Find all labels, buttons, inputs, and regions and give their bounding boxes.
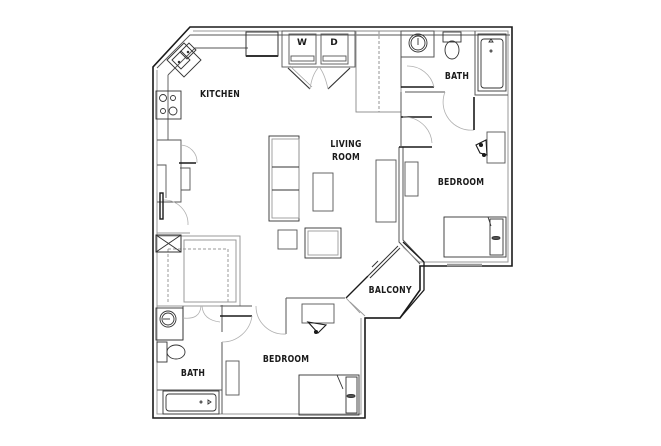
stove-icon xyxy=(155,90,182,120)
refrigerator-icon xyxy=(245,31,279,57)
balcony-outline-inner xyxy=(345,246,420,317)
pantry-closet xyxy=(157,162,196,198)
room-label-living-line2: ROOM xyxy=(332,152,360,163)
bed-icon xyxy=(298,374,360,416)
bed-icon xyxy=(443,216,507,258)
room-label-kitchen: KITCHEN xyxy=(199,89,241,100)
dresser-icon xyxy=(404,161,419,197)
coffee-table-icon xyxy=(312,172,334,212)
door-swing xyxy=(309,67,329,90)
room-label-bath-upper: BATH xyxy=(444,71,470,82)
dryer-label: D xyxy=(330,38,338,48)
desk-chair-icon xyxy=(306,321,328,335)
laundry-bifold-doors xyxy=(287,65,351,90)
desk-icon xyxy=(301,303,335,324)
room-label-living-line1: LIVING xyxy=(330,139,362,150)
kitchen-sink-icon xyxy=(166,42,202,78)
door-swing xyxy=(162,144,198,226)
lower-bath-walls xyxy=(157,297,345,414)
bath-walls xyxy=(400,30,508,146)
sliding-door xyxy=(367,245,401,279)
outer-walls xyxy=(152,26,513,419)
room-label-bedroom-right: BEDROOM xyxy=(437,177,485,188)
room-label-bath-lower: BATH xyxy=(180,368,206,379)
hvac-unit-icon xyxy=(155,234,182,253)
desk-chair-icon xyxy=(475,139,488,158)
entry-door xyxy=(159,192,164,220)
balcony-outline xyxy=(345,241,425,319)
bathtub-icon xyxy=(162,390,220,415)
lower-closet xyxy=(156,232,241,307)
bathroom-sink-icon xyxy=(155,307,184,341)
bathroom-sink-icon xyxy=(408,33,428,53)
dresser-icon xyxy=(225,360,240,396)
door-swing xyxy=(182,305,287,343)
toilet-icon xyxy=(156,341,186,363)
armchair-icon xyxy=(304,227,342,259)
tv-console-icon xyxy=(375,159,397,223)
sofa-icon xyxy=(268,135,300,222)
side-table-icon xyxy=(277,229,298,250)
walk-in-closet xyxy=(355,30,402,113)
kitchen-counter xyxy=(156,34,510,203)
washer-label: W xyxy=(297,38,307,48)
room-label-bedroom-lower: BEDROOM xyxy=(262,354,310,365)
room-label-living-room: LIVING ROOM xyxy=(322,138,370,164)
laundry-closet xyxy=(281,30,356,68)
toilet-icon xyxy=(442,31,462,60)
interior-wall xyxy=(398,146,432,265)
desk-icon xyxy=(486,131,506,164)
room-label-balcony: BALCONY xyxy=(368,285,412,296)
door-swing xyxy=(402,65,475,144)
bathtub-icon xyxy=(477,33,507,92)
